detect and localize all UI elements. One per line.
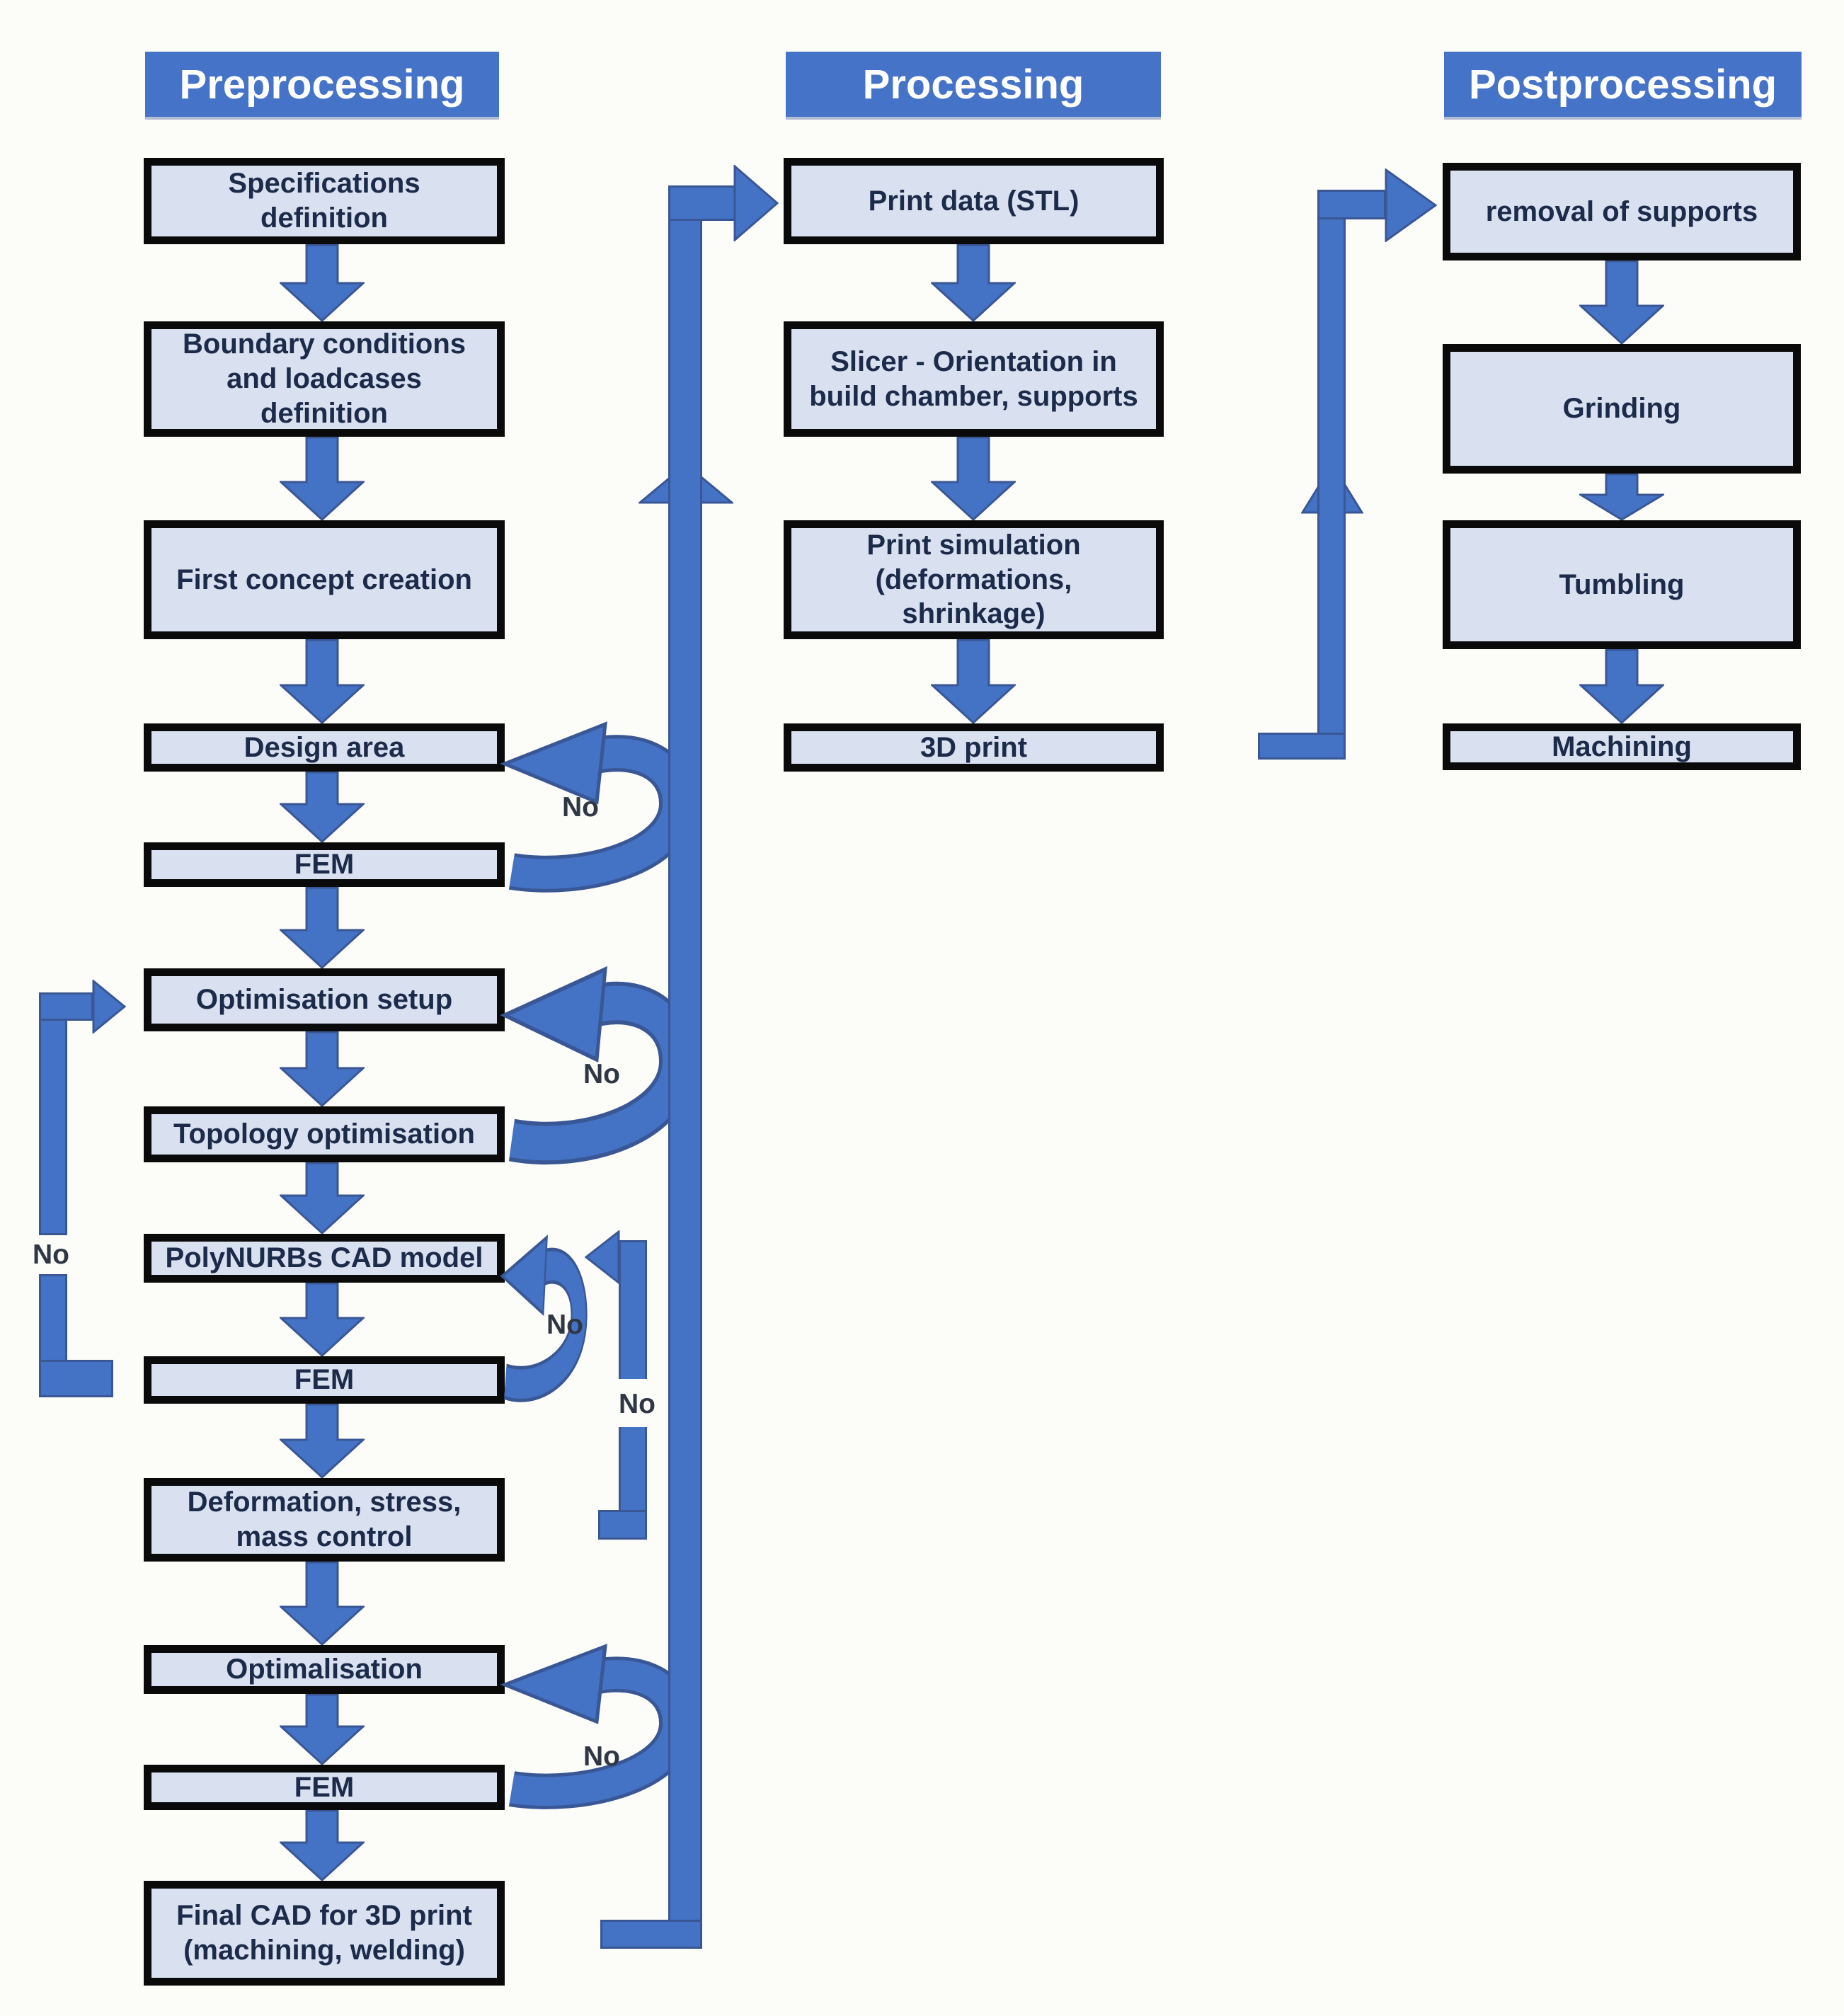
step-first-concept-creation: First concept creation bbox=[144, 520, 505, 639]
flow-arrow-down bbox=[280, 1562, 365, 1645]
flow-arrow-down bbox=[280, 1694, 365, 1765]
column-title-preprocessing: Preprocessing bbox=[145, 52, 499, 117]
flow-arrow-down bbox=[280, 244, 365, 321]
step-print-data-stl: Print data (STL) bbox=[784, 158, 1164, 244]
flow-arrow-down bbox=[280, 1810, 365, 1881]
no-label-fem-to-design-area: No bbox=[562, 792, 599, 823]
flow-arrow-down bbox=[1579, 260, 1664, 344]
step-boundary-conditions: Boundary conditions and loadcases defini… bbox=[144, 321, 505, 437]
step-final-cad-for-3d-print: Final CAD for 3D print (machining, weldi… bbox=[144, 1881, 505, 1986]
connector-bar bbox=[39, 992, 67, 1235]
flow-arrow-down bbox=[280, 437, 365, 520]
step-topology-optimisation: Topology optimisation bbox=[144, 1106, 505, 1162]
connector-bar bbox=[668, 185, 702, 1949]
flow-arrow-down bbox=[931, 437, 1016, 520]
flow-arrow-down bbox=[931, 244, 1016, 321]
step-polynurbs-cad-model: PolyNURBs CAD model bbox=[144, 1234, 505, 1283]
step-optimalisation: Optimalisation bbox=[144, 1645, 505, 1694]
column-title-processing: Processing bbox=[786, 52, 1161, 117]
connector-bar bbox=[668, 185, 736, 221]
step-slicer-orientation: Slicer - Orientation in build chamber, s… bbox=[784, 321, 1164, 437]
connector-bar bbox=[1317, 190, 1386, 219]
no-label-fem-to-optimalisation: No bbox=[583, 1741, 620, 1772]
connector-arrowhead bbox=[733, 165, 779, 241]
loop-arrow-no bbox=[500, 1235, 588, 1402]
step-tumbling: Tumbling bbox=[1443, 520, 1801, 649]
connector-bar bbox=[1258, 733, 1346, 760]
step-machining: Machining bbox=[1443, 723, 1801, 770]
step-deformation-stress-mass-control: Deformation, stress, mass control bbox=[144, 1478, 505, 1562]
flow-arrow-down bbox=[1579, 474, 1664, 520]
flow-arrow-down bbox=[280, 1283, 365, 1356]
no-label-topology-to-optimisation-setup: No bbox=[583, 1059, 620, 1089]
flow-arrow-down bbox=[280, 1404, 365, 1478]
flow-arrow-down bbox=[931, 639, 1016, 723]
flow-arrow-down bbox=[280, 639, 365, 723]
flow-arrow-down bbox=[280, 1031, 365, 1106]
flow-arrow-down bbox=[1579, 649, 1664, 723]
step-fem-1: FEM bbox=[144, 842, 505, 887]
connector-bar bbox=[598, 1510, 647, 1540]
step-removal-of-supports: removal of supports bbox=[1443, 163, 1801, 260]
no-label-control-to-polynurbs: No bbox=[619, 1389, 655, 1419]
no-label-backplate bbox=[606, 1379, 667, 1427]
connector-bar bbox=[600, 1920, 702, 1949]
connector-bar bbox=[39, 992, 93, 1021]
no-label-fem-to-optimisation-setup: No bbox=[33, 1239, 69, 1270]
step-specifications-definition: Specifications definition bbox=[144, 158, 505, 244]
connector-bar bbox=[1317, 190, 1346, 760]
step-print-simulation: Print simulation (deformations, shrinkag… bbox=[784, 520, 1164, 639]
connector-arrowhead bbox=[1385, 168, 1437, 242]
no-label-fem-to-polynurbs: No bbox=[546, 1310, 583, 1340]
connector-bar bbox=[39, 1360, 113, 1397]
step-fem-2: FEM bbox=[144, 1356, 505, 1404]
column-title-postprocessing: Postprocessing bbox=[1444, 52, 1802, 117]
step-grinding: Grinding bbox=[1443, 344, 1801, 474]
flow-arrow-down bbox=[280, 1162, 365, 1234]
step-3d-print: 3D print bbox=[784, 723, 1164, 772]
step-fem-3: FEM bbox=[144, 1765, 505, 1810]
connector-arrowhead bbox=[92, 980, 126, 1033]
flow-arrow-down bbox=[280, 887, 365, 968]
connector-arrowhead bbox=[585, 1230, 620, 1284]
step-design-area: Design area bbox=[144, 723, 505, 772]
flow-arrow-down bbox=[280, 772, 365, 842]
step-optimisation-setup: Optimisation setup bbox=[144, 968, 505, 1031]
